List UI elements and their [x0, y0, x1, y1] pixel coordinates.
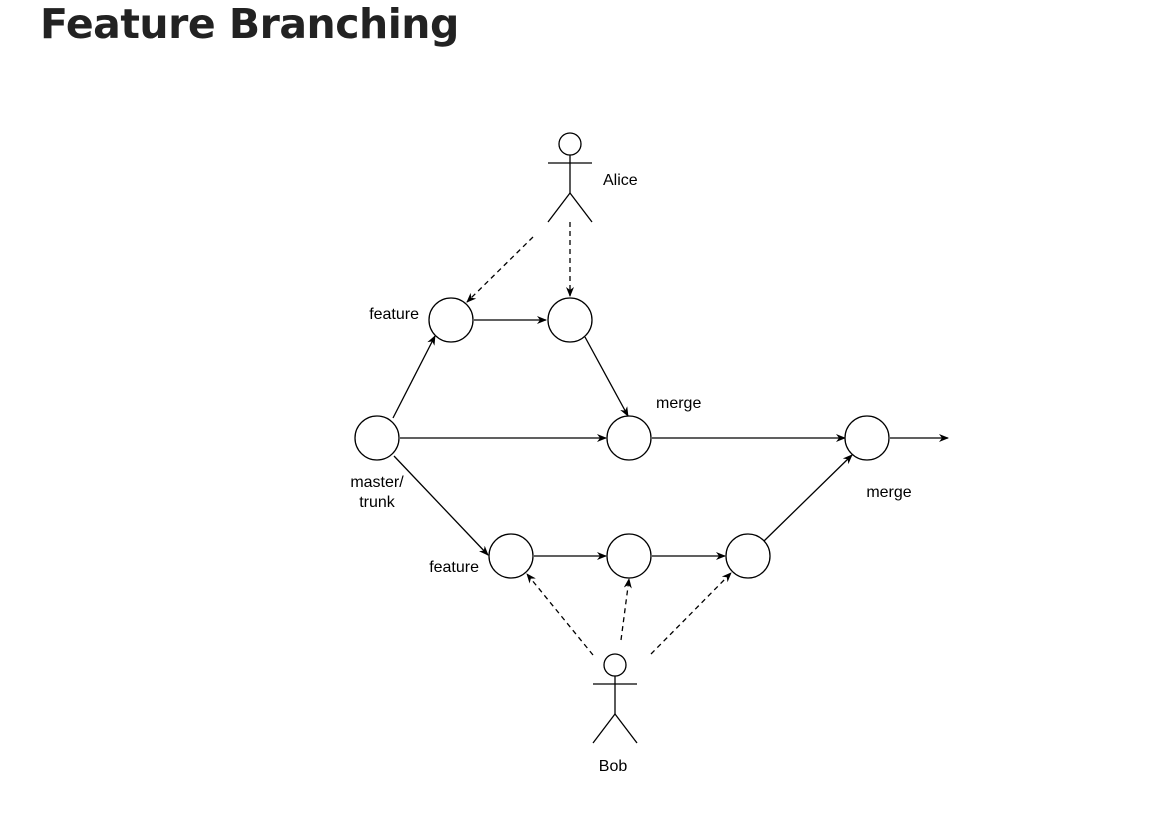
node-feature-bottom-1 — [488, 533, 534, 579]
actor-alice-label: Alice — [603, 172, 638, 189]
actor-bob-icon — [592, 653, 638, 744]
edge-feature-top-2-to-merge — [584, 336, 629, 417]
dashed-edge-bob-to-feature-bottom-3 — [650, 572, 732, 655]
node-feature-top-2 — [547, 297, 593, 343]
label-feature-bottom: feature — [429, 559, 479, 576]
node-feature-bottom-3 — [725, 533, 771, 579]
node-merge-top — [606, 415, 652, 461]
edge-master-to-feature-bottom — [393, 455, 489, 556]
label-master-line1: master/ — [350, 474, 404, 491]
label-merge-right: merge — [866, 484, 911, 501]
dashed-edge-bob-to-feature-bottom-2 — [620, 578, 632, 641]
edge-feature-bottom-3-to-merge-right — [763, 454, 853, 542]
edge-master-to-feature-top — [392, 335, 436, 419]
label-merge-top: merge — [656, 395, 701, 412]
node-feature-bottom-2 — [606, 533, 652, 579]
label-master-line2: trunk — [359, 494, 396, 511]
node-merge-right — [844, 415, 890, 461]
dashed-edge-alice-to-feature-top-1 — [466, 236, 534, 303]
dashed-edge-bob-to-feature-bottom-1 — [526, 573, 594, 656]
actor-bob-label: Bob — [599, 758, 628, 775]
node-feature-top-1 — [428, 297, 474, 343]
actor-alice-icon — [547, 132, 593, 223]
page-title: Feature Branching — [40, 0, 459, 48]
node-master — [354, 415, 400, 461]
label-feature-top: feature — [369, 306, 419, 323]
